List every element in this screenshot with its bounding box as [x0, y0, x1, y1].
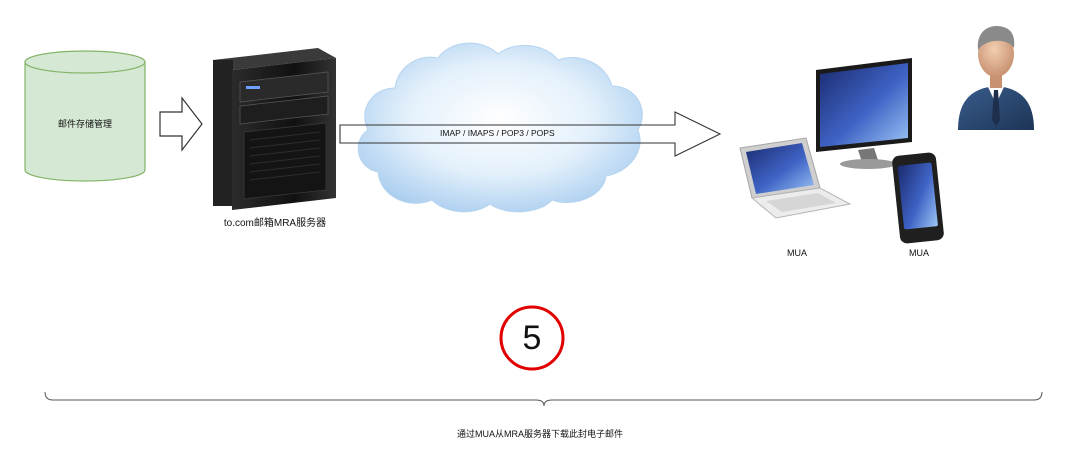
server-label: to.com邮箱MRA服务器 [210, 214, 340, 229]
protocol-label: IMAP / IMAPS / POP3 / POPS [440, 128, 555, 138]
laptop-mua-label: MUA [772, 248, 822, 258]
user-person-icon [958, 26, 1034, 130]
caption-text: 通过MUA从MRA服务器下载此封电子邮件 [390, 427, 690, 440]
smartphone-icon [892, 152, 945, 244]
storage-cylinder-icon [25, 51, 145, 181]
desktop-monitor-icon [816, 58, 912, 169]
phone-mua-label: MUA [894, 248, 944, 258]
summary-brace [45, 392, 1042, 406]
server-tower-icon [213, 48, 336, 210]
storage-to-server-arrow-icon [160, 98, 202, 150]
storage-label: 邮件存储管理 [25, 117, 145, 130]
step-number: 5 [502, 318, 562, 358]
